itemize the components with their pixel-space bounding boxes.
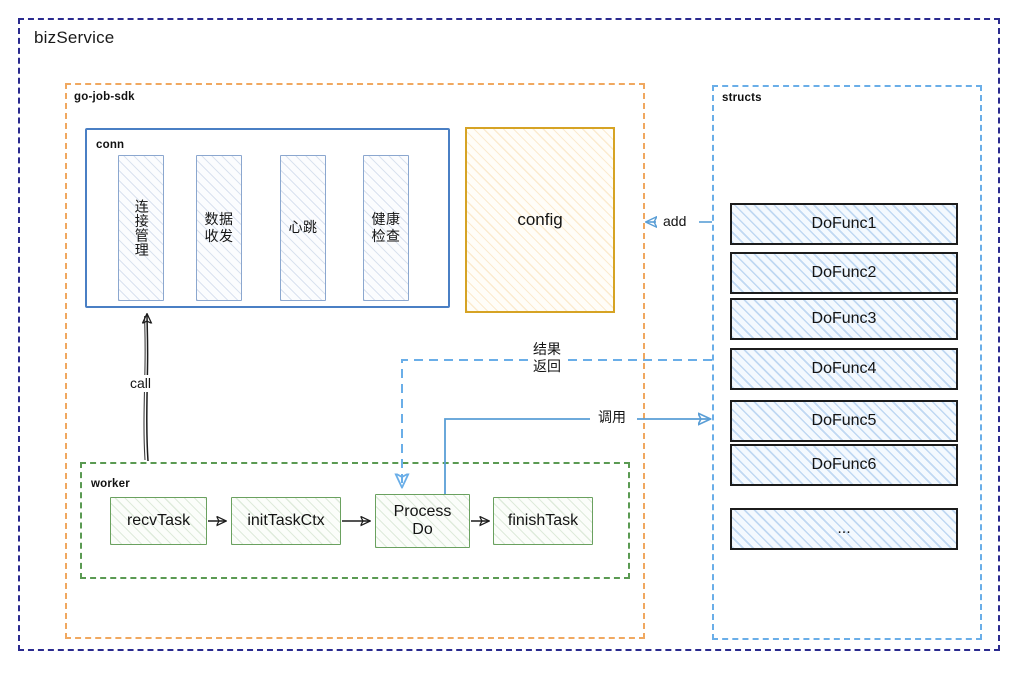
config-label: config — [517, 210, 563, 229]
struct-item-label: DoFunc4 — [811, 360, 877, 377]
struct-item-dofunc3: DoFunc3 — [730, 298, 958, 340]
struct-item-ellipsis: ... — [730, 508, 958, 550]
container-worker — [80, 462, 630, 579]
worker-label: worker — [91, 478, 130, 490]
container-go-job-sdk — [65, 83, 645, 639]
arrow-label-call: call — [127, 375, 155, 392]
struct-item-label: DoFunc2 — [811, 264, 877, 281]
struct-item-label: DoFunc6 — [811, 456, 877, 473]
conn-cell-label: 心跳 — [288, 219, 318, 236]
struct-item-dofunc5: DoFunc5 — [730, 400, 958, 442]
worker-step-label: finishTask — [507, 511, 579, 529]
bizservice-label: bizService — [34, 28, 115, 47]
arrow-label-result-return: 结果返回 — [530, 341, 564, 375]
arrow-label-invoke: 调用 — [595, 409, 629, 426]
struct-item-label: DoFunc3 — [811, 310, 877, 327]
arrow-label-add: add — [660, 213, 690, 230]
container-structs — [712, 85, 982, 640]
structs-label: structs — [722, 92, 762, 104]
worker-step-recvtask: recvTask — [110, 497, 207, 545]
struct-item-label: DoFunc5 — [811, 412, 877, 429]
struct-item-dofunc6: DoFunc6 — [730, 444, 958, 486]
struct-item-dofunc4: DoFunc4 — [730, 348, 958, 390]
worker-step-finishtask: finishTask — [493, 497, 593, 545]
conn-cell-label: 健康检查 — [371, 210, 401, 245]
worker-step-inittaskctx: initTaskCtx — [231, 497, 341, 545]
container-bizservice — [18, 18, 1000, 651]
go-job-sdk-label: go-job-sdk — [74, 91, 135, 103]
worker-step-label: initTaskCtx — [247, 511, 325, 529]
conn-cell-data-transfer: 数据收发 — [196, 155, 242, 301]
struct-item-dofunc1: DoFunc1 — [730, 203, 958, 245]
conn-label: conn — [96, 139, 125, 151]
config-box: config — [465, 127, 615, 313]
struct-item-label: ... — [837, 520, 851, 537]
worker-step-label: recvTask — [126, 511, 191, 529]
conn-cell-health-check: 健康检查 — [363, 155, 409, 301]
conn-cell-connection-management: 连接管理 — [118, 155, 164, 301]
struct-item-dofunc2: DoFunc2 — [730, 252, 958, 294]
struct-item-label: DoFunc1 — [811, 215, 877, 232]
conn-cell-heartbeat: 心跳 — [280, 155, 326, 301]
conn-cell-label: 数据收发 — [204, 210, 234, 245]
conn-cell-label: 连接管理 — [133, 199, 150, 257]
